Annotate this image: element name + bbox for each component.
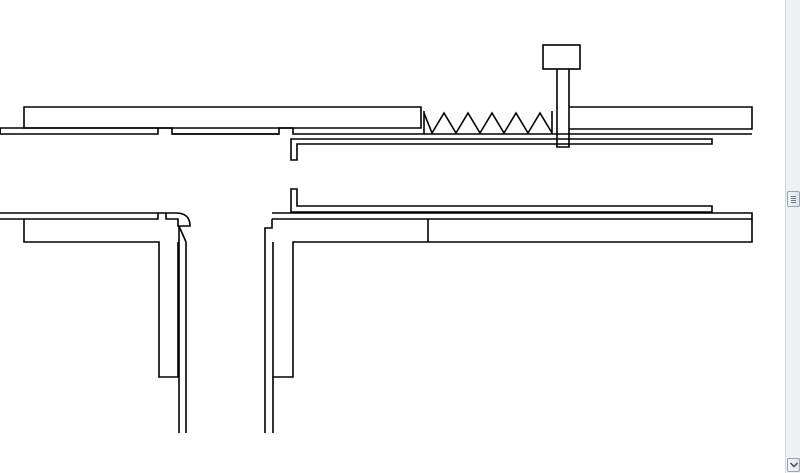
upper-wall-top-left	[23, 106, 422, 129]
lower-wall-right-top	[272, 212, 753, 220]
slider-rod	[290, 128, 713, 161]
scroll-thumb-grip-icon	[791, 200, 796, 201]
slider-rod-body	[290, 138, 713, 161]
branch-outlet	[178, 225, 274, 433]
lower-wall-right-block	[264, 219, 273, 242]
branch-right-wall	[264, 242, 274, 433]
upper-wall-inner-edge	[0, 127, 293, 135]
branch-left-wall	[178, 225, 187, 433]
scroll-thumb-grip-icon	[791, 198, 796, 199]
vertical-scrollbar[interactable]	[785, 0, 800, 473]
scroll-down-button[interactable]	[787, 458, 800, 472]
scroll-thumb[interactable]	[787, 191, 800, 207]
lower-wall-right-body	[272, 219, 753, 378]
lower-wall-left-block	[23, 219, 179, 378]
lower-left-corner-lip	[158, 212, 191, 227]
chevron-down-icon	[790, 462, 798, 468]
spring	[423, 111, 553, 135]
upper-channel	[0, 106, 753, 135]
spring-coil	[423, 111, 553, 135]
slider-rod-top-edge	[292, 128, 421, 135]
plunger-knob	[542, 44, 581, 70]
upper-wall-top-right	[569, 106, 753, 130]
lower-channel	[0, 188, 753, 378]
plunger-rod	[556, 69, 570, 148]
scroll-thumb-grip-icon	[791, 196, 796, 197]
lower-slider-rod	[290, 188, 713, 213]
lower-wall-left-top	[0, 212, 159, 220]
scroll-thumb-grip-icon	[791, 202, 796, 203]
plunger	[542, 44, 581, 148]
